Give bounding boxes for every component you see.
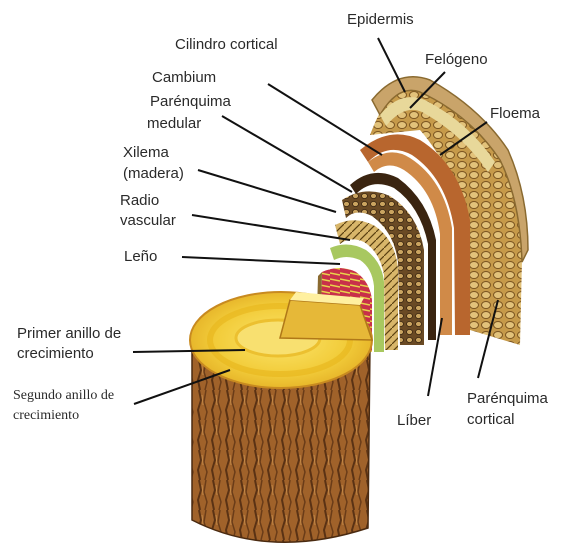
leader-cambium <box>268 84 382 155</box>
label-xilema-2: (madera) <box>123 164 184 183</box>
label-parenquima-cortical-2: cortical <box>467 410 515 429</box>
label-epidermis: Epidermis <box>347 10 414 29</box>
label-primer-1: Primer anillo de <box>17 324 121 343</box>
label-cilindro-cortical: Cilindro cortical <box>175 35 278 54</box>
label-primer-2: crecimiento <box>17 344 94 363</box>
label-parenquima-cortical-1: Parénquima <box>467 389 548 408</box>
label-floema: Floema <box>490 104 540 123</box>
label-segundo-2: crecimiento <box>13 407 79 425</box>
leader-radio <box>192 215 350 240</box>
label-radio-1: Radio <box>120 191 159 210</box>
label-cambium: Cambium <box>152 68 216 87</box>
leader-parenquima-medular <box>222 116 352 192</box>
label-xilema-1: Xilema <box>123 143 169 162</box>
label-segundo-1: Segundo anillo de <box>13 387 114 405</box>
label-radio-2: vascular <box>120 211 176 230</box>
label-parenquima-medular-1: Parénquima <box>150 92 231 111</box>
log-wedge-cut <box>280 300 372 340</box>
label-leno: Leño <box>124 247 157 266</box>
label-parenquima-medular-2: medular <box>147 114 201 133</box>
label-felogeno: Felógeno <box>425 50 488 69</box>
leader-xilema <box>198 170 336 212</box>
leader-leno <box>182 257 340 264</box>
label-liber: Líber <box>397 411 431 430</box>
